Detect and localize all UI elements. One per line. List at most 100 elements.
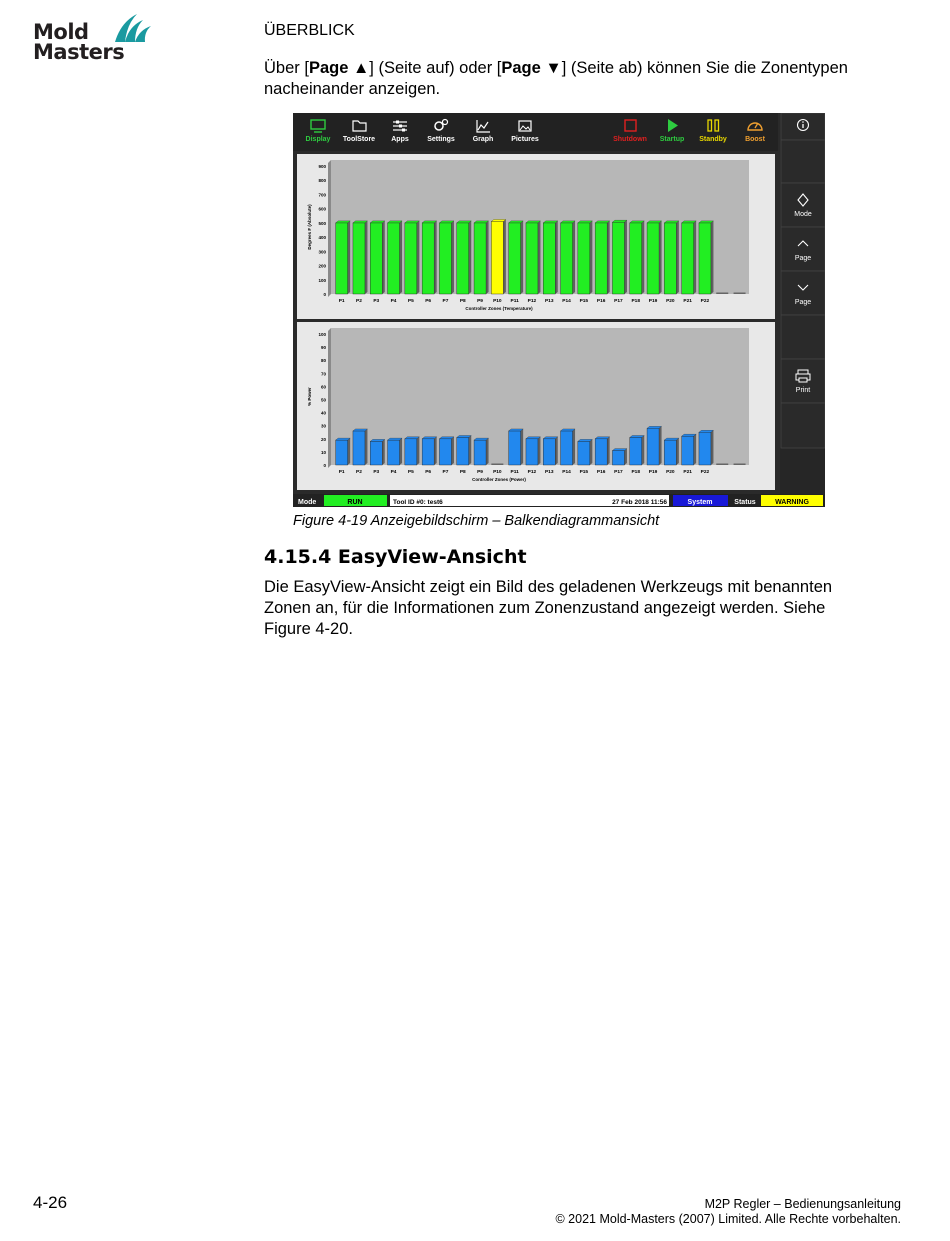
bar-top (577, 439, 593, 442)
toolbar-button-apps[interactable]: Apps (391, 120, 409, 144)
status-value: WARNING (775, 499, 809, 506)
x-axis-label: Controller Zones (Temperature) (465, 306, 533, 311)
bar-side (468, 435, 472, 465)
bar-top (404, 220, 420, 224)
user-background (673, 495, 728, 506)
x-tick-label: P11 (511, 469, 520, 475)
y-tick-label: 40 (321, 411, 327, 416)
x-tick-label: P12 (528, 469, 537, 475)
bar-side (364, 428, 368, 465)
x-tick-label: P8 (460, 469, 466, 475)
bar-P12 (525, 222, 539, 295)
toolbar-button-display[interactable]: Display (306, 119, 331, 143)
footer-info: M2P Regler – Bedienungsanleitung © 2021 … (556, 1197, 902, 1227)
bar-side (693, 220, 697, 294)
x-tick-label: P20 (666, 298, 675, 304)
bar-side (572, 428, 576, 465)
x-tick-label: P19 (649, 298, 658, 304)
bar-side (503, 219, 506, 294)
toolbar-button-pictures[interactable]: Pictures (511, 120, 539, 143)
x-tick-label: P5 (408, 469, 414, 475)
side-button-info[interactable] (780, 113, 825, 141)
x-tick-label: P5 (408, 298, 414, 304)
bar-side (520, 220, 524, 294)
side-button-printer[interactable]: Print (780, 358, 825, 404)
stop-icon (624, 119, 637, 132)
bar-P6 (421, 438, 435, 466)
bar-top (560, 220, 576, 224)
bar-P3 (370, 222, 383, 295)
x-tick-label: P22 (701, 469, 710, 475)
bar-P9 (473, 222, 487, 295)
bar-side (399, 438, 403, 465)
bar-top (525, 220, 541, 224)
section-heading: 4.15.4 EasyView-Ansicht (264, 546, 527, 568)
copyright: © 2021 Mold-Masters (2007) Limited. Alle… (555, 1212, 902, 1226)
bar-top (542, 220, 559, 224)
plot-wall (328, 160, 331, 297)
y-tick-label: 100 (318, 332, 326, 337)
toolbar-label: Display (306, 136, 331, 143)
tool-id: Tool ID #0: test6 (393, 499, 443, 506)
bar-top (439, 436, 455, 439)
x-axis-label: Controller Zones (Power) (472, 477, 526, 482)
bar-P6 (421, 222, 435, 295)
bar-empty (733, 292, 746, 294)
y-tick-label: 30 (321, 424, 327, 429)
bar-P14 (560, 222, 573, 295)
bar-P20 (664, 439, 677, 466)
bar-P9 (473, 439, 487, 466)
side-button-chevron-down[interactable]: Page (780, 270, 825, 316)
bar-top (577, 220, 593, 224)
side-slot-1 (780, 139, 825, 184)
toolbar-button-settings[interactable]: Settings (427, 118, 455, 144)
side-button-chevron-up[interactable]: Page (780, 226, 825, 272)
toolbar-label: Settings (427, 136, 455, 143)
bar-P11 (508, 430, 521, 466)
bar-top (352, 428, 368, 432)
x-tick-label: P14 (562, 469, 571, 475)
bar-side (537, 436, 541, 465)
bar-P13 (543, 222, 556, 295)
toolbar-button-graph[interactable]: Graph (473, 120, 494, 143)
bar-top (594, 220, 611, 224)
side-button-diamond[interactable]: Mode (780, 182, 825, 228)
gears-icon (434, 118, 449, 131)
company-logo: Mold Masters (33, 12, 153, 64)
bar-P11 (508, 222, 521, 295)
bar-top (369, 439, 386, 442)
side-button-label: Page (795, 299, 811, 306)
toolbar-button-standby[interactable]: Standby (699, 119, 727, 143)
bar-side (589, 439, 593, 465)
bar-side (537, 220, 541, 294)
bar-empty (716, 463, 729, 465)
bar-P20 (664, 222, 677, 295)
bar-side (364, 220, 368, 294)
bar-side (659, 220, 662, 294)
toolbar-button-boost[interactable]: Boost (745, 122, 766, 143)
bar-P21 (681, 222, 694, 295)
bar-side (434, 220, 437, 294)
bar-P1 (335, 439, 348, 466)
bar-P18 (629, 437, 642, 466)
toolbar-button-startup[interactable]: Startup (660, 119, 685, 143)
bar-top (473, 437, 489, 441)
toolbar-button-shutdown[interactable]: Shutdown (613, 119, 647, 143)
bar-P21 (681, 435, 694, 466)
tool-field (390, 495, 669, 506)
x-tick-label: P15 (580, 469, 589, 475)
x-tick-label: P2 (356, 298, 362, 304)
bar-P10 (491, 221, 504, 295)
bar-P4 (387, 439, 400, 466)
toolbar-button-toolstore[interactable]: ToolStore (343, 120, 375, 143)
diamond-icon (797, 193, 809, 207)
x-tick-label: P17 (614, 298, 623, 304)
y-axis-label: Degrees F (Absolute) (307, 204, 312, 250)
logo-word-masters: Masters (33, 40, 125, 64)
bar-empty (491, 463, 504, 465)
x-tick-label: P18 (631, 469, 640, 475)
bar-top (663, 220, 680, 224)
bar-side (572, 220, 576, 294)
bar-P5 (404, 438, 418, 466)
